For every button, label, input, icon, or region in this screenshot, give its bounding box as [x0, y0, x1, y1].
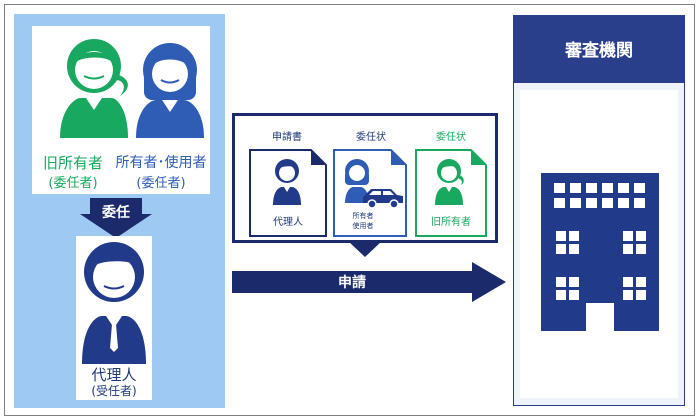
power-of-attorney-former-owner-icon	[415, 149, 487, 237]
car-icon	[363, 189, 403, 209]
documents-pointer	[348, 241, 382, 257]
agent-card: 代理人 (受任者)	[76, 236, 152, 400]
delegation-label: 委任	[102, 205, 130, 221]
former-owner-role: (委任者)	[48, 176, 98, 191]
owner-user-role: (委任者)	[136, 176, 186, 191]
document-1-label: 代理人	[273, 217, 303, 228]
agency-body	[513, 82, 685, 406]
agency-inner	[520, 90, 678, 398]
former-owner-person-icon	[60, 39, 128, 138]
application-label: 申請	[338, 275, 366, 291]
inspection-agency: 審査機関	[513, 15, 685, 406]
agent-person-icon	[82, 242, 146, 364]
agent-role: (受任者)	[91, 384, 137, 398]
delegation-arrow	[80, 198, 152, 238]
owner-user-person-icon	[136, 43, 204, 138]
application-form-icon	[249, 149, 327, 237]
document-2-label-line2: 使用者	[352, 222, 374, 230]
power-of-attorney-owner-icon	[333, 149, 407, 237]
document-2-label-line1: 所有者	[352, 212, 374, 220]
former-owner-name: 旧所有者	[42, 154, 103, 172]
agency-title: 審査機関	[513, 15, 685, 82]
document-1: 代理人	[249, 149, 327, 237]
document-2-title: 委任状	[356, 132, 386, 143]
delegator-figures	[60, 39, 204, 138]
building-icon	[541, 173, 659, 331]
delegators-card: 旧所有者 (委任者) 所有者･使用者 (委任者)	[32, 26, 210, 194]
agent-name: 代理人	[91, 366, 137, 384]
document-3: 旧所有者	[415, 149, 487, 237]
document-3-title: 委任状	[436, 132, 466, 143]
application-arrow	[232, 262, 506, 302]
document-1-title: 申請書	[272, 132, 302, 143]
required-documents-box: 申請書 代理人 委任状	[232, 113, 498, 243]
document-3-label: 旧所有者	[431, 217, 471, 228]
document-2: 所有者 使用者	[333, 149, 407, 237]
owner-user-name: 所有者･使用者	[115, 155, 207, 171]
